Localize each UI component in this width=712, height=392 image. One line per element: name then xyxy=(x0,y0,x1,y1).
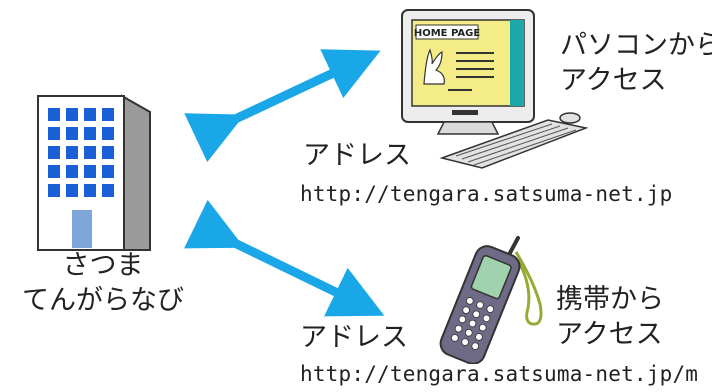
pc-url-link[interactable]: http://tengara.satsuma-net.jp xyxy=(300,182,673,206)
desktop-computer-icon: HOME PAGE xyxy=(401,9,588,169)
pc-link-arrow xyxy=(184,49,381,163)
mobile-url-link[interactable]: http://tengara.satsuma-net.jp/m xyxy=(300,362,699,386)
org-name-line2: てんがらなび xyxy=(22,285,184,317)
pc-address-label: アドレス xyxy=(303,140,411,171)
pc-caption-line2: アクセス xyxy=(560,65,667,97)
mobile-link-arrow xyxy=(184,199,385,317)
pc-caption: パソコンから アクセス xyxy=(560,28,712,98)
mobile-phone-icon xyxy=(439,236,543,364)
org-name-line1: さつま xyxy=(62,250,144,281)
org-name: さつま てんがらなび xyxy=(18,248,188,318)
monitor-screen-text: HOME PAGE xyxy=(414,28,480,39)
pc-caption-line1: パソコンから xyxy=(560,30,712,61)
mobile-caption-line2: アクセス xyxy=(556,319,663,351)
office-building-icon xyxy=(37,94,151,251)
mobile-caption-line1: 携帯から xyxy=(556,284,664,315)
mobile-caption: 携帯から アクセス xyxy=(556,282,664,352)
mobile-address-label: アドレス xyxy=(300,322,408,353)
